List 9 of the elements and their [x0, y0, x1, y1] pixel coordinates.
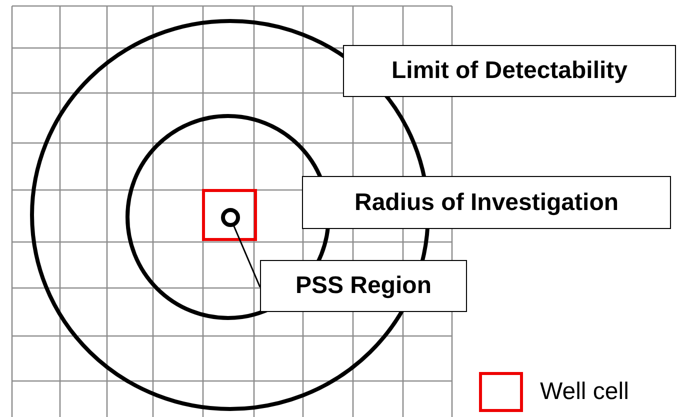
- label-text: Radius of Investigation: [354, 188, 619, 216]
- leader-line: [233, 225, 261, 288]
- label-text: PSS Region: [295, 272, 432, 300]
- ring-marker: [220, 208, 240, 226]
- label-box: [260, 260, 467, 312]
- label-box: [302, 176, 671, 229]
- label-box: [343, 45, 676, 97]
- legend-text: Well cell: [540, 378, 629, 406]
- label-text: Limit of Detectability: [391, 57, 628, 85]
